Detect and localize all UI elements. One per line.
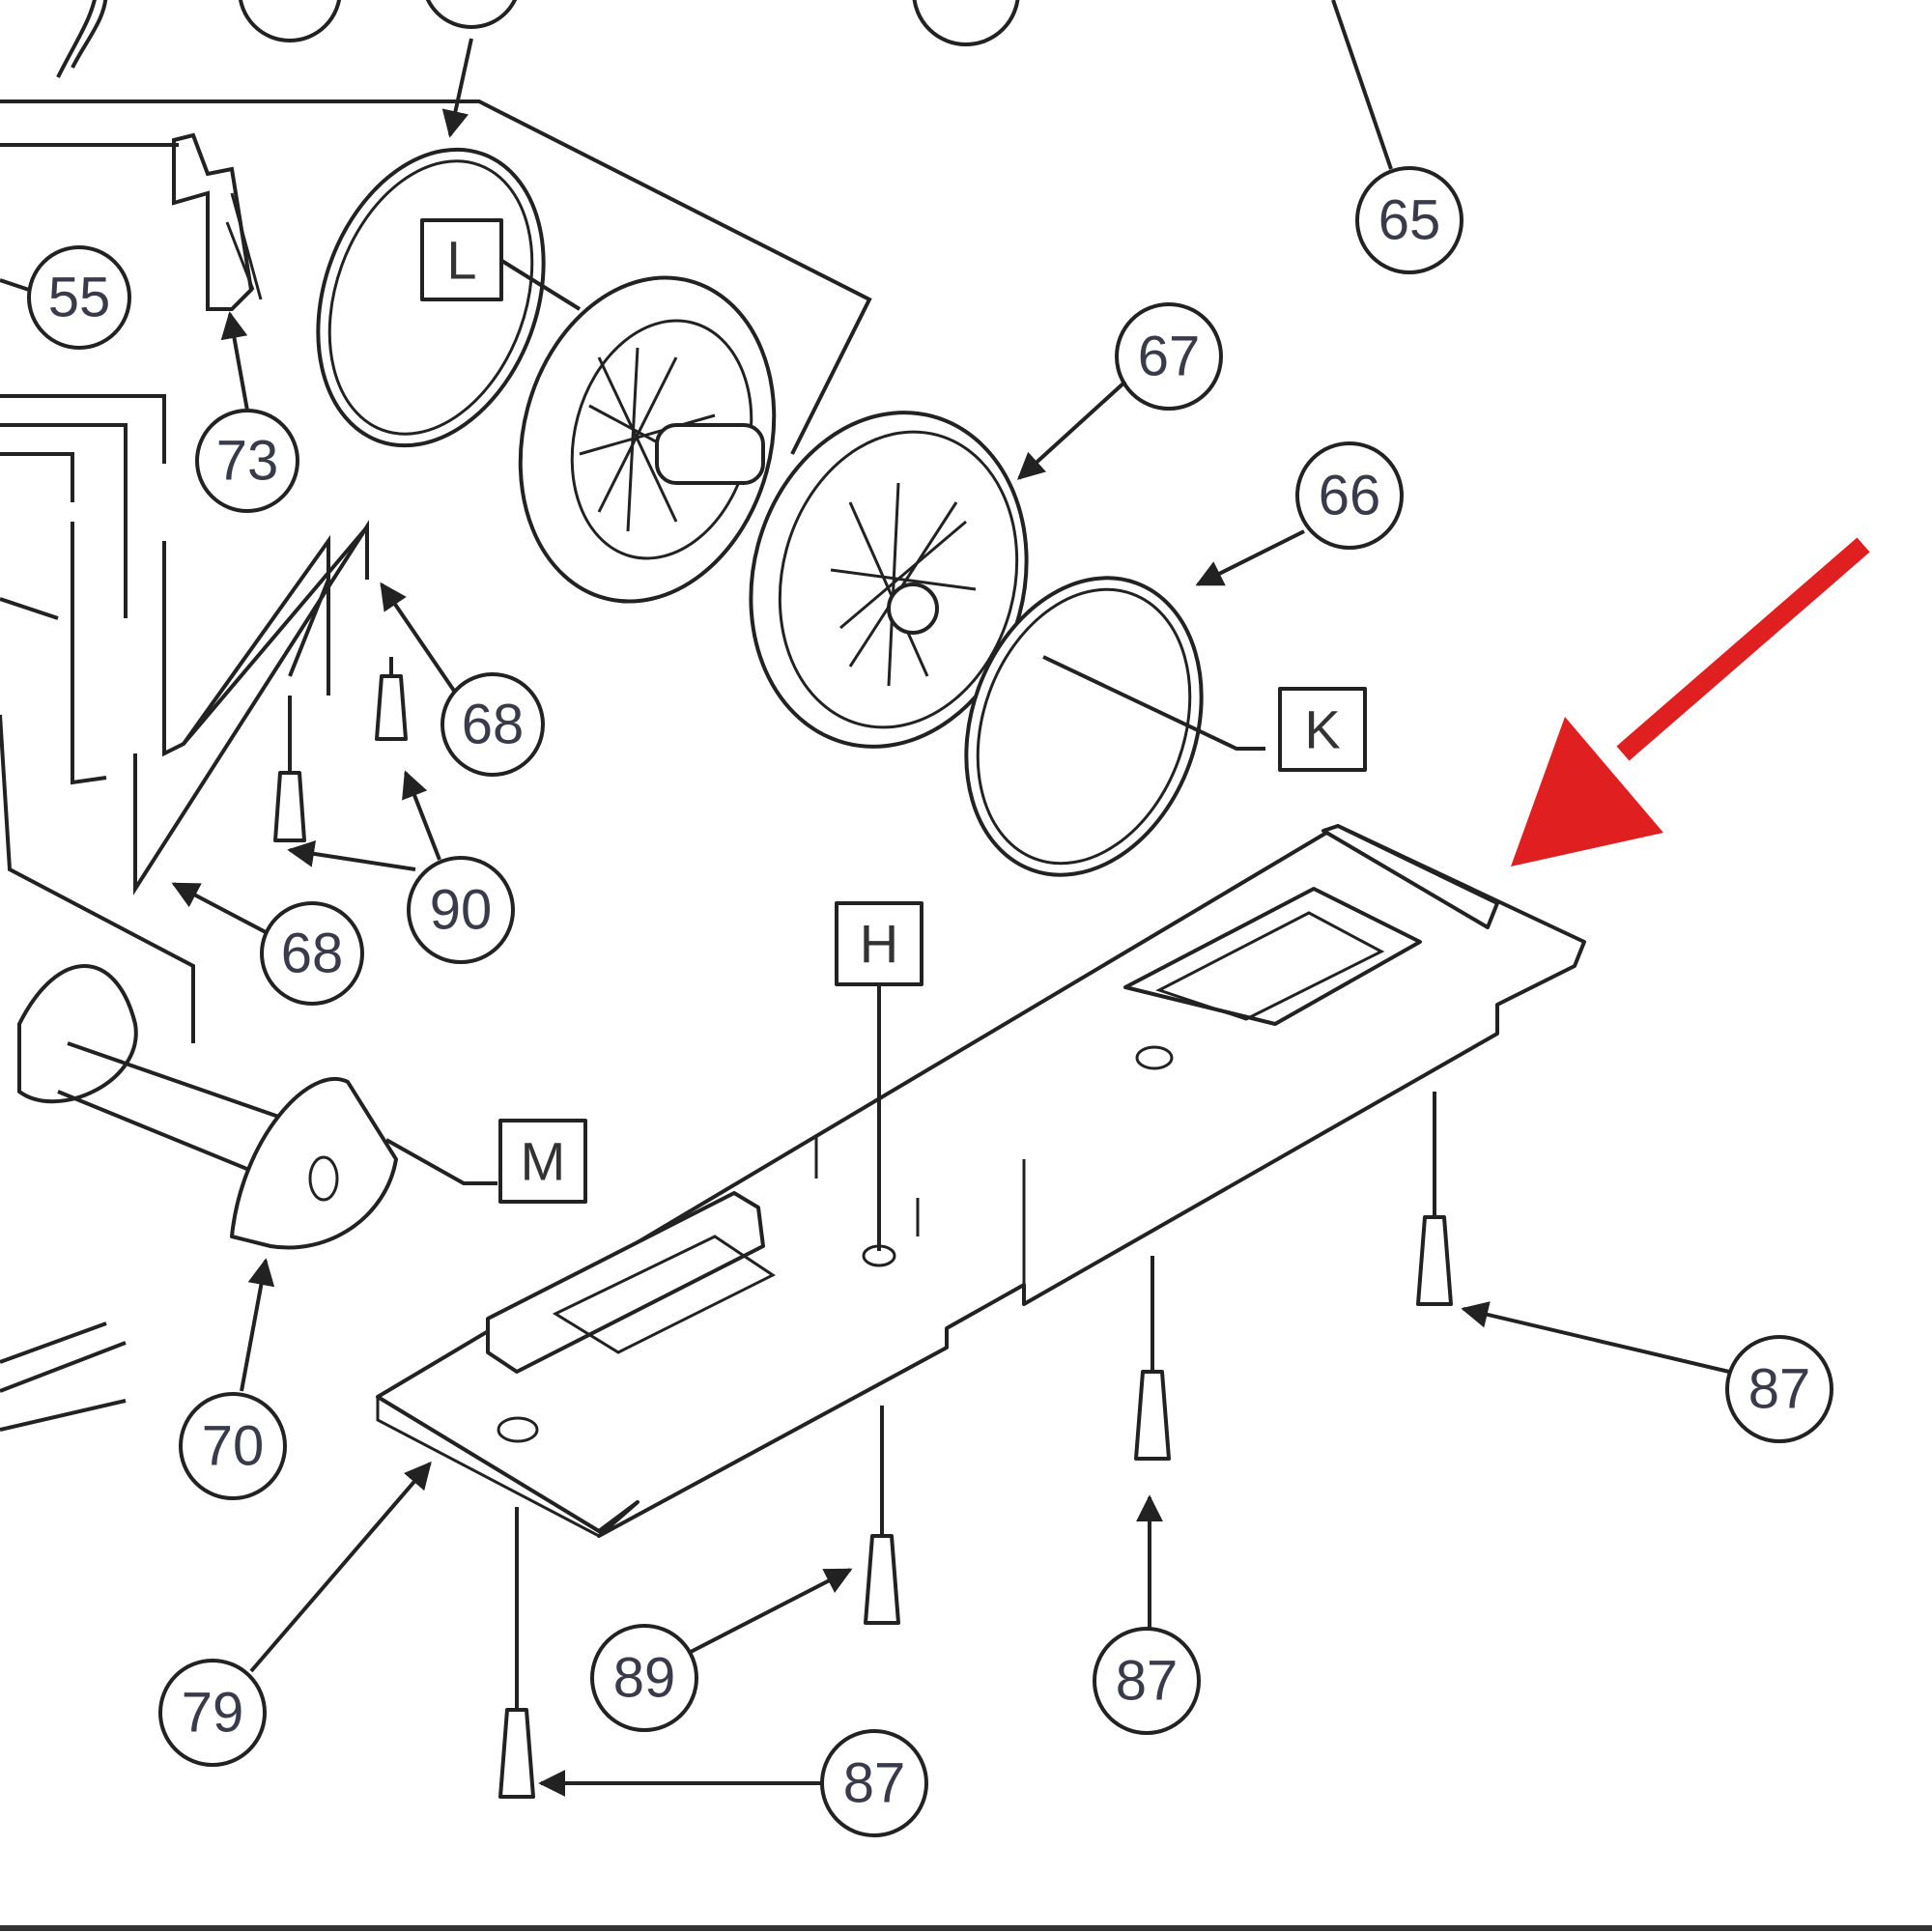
base-plate-79 bbox=[376, 824, 1586, 1538]
callout-70: 70 bbox=[179, 1392, 287, 1500]
svg-text:68: 68 bbox=[281, 923, 344, 985]
svg-text:H: H bbox=[860, 914, 898, 975]
callout-65: 65 bbox=[1355, 166, 1463, 274]
callout-67: 67 bbox=[1115, 302, 1223, 411]
svg-text:65: 65 bbox=[1378, 189, 1441, 252]
svg-text:87: 87 bbox=[843, 1752, 906, 1815]
svg-text:L: L bbox=[446, 230, 476, 291]
callout-68-lower: 68 bbox=[260, 901, 364, 1006]
callout-87-right: 87 bbox=[1725, 1335, 1833, 1443]
callout-87-middle: 87 bbox=[1093, 1627, 1201, 1735]
svg-text:M: M bbox=[521, 1131, 566, 1192]
ref-box-m: M bbox=[498, 1119, 587, 1204]
callout-68-upper: 68 bbox=[440, 672, 545, 777]
callout-55: 55 bbox=[27, 245, 131, 350]
callout-89: 89 bbox=[590, 1624, 698, 1732]
callout-66: 66 bbox=[1295, 441, 1404, 550]
callout-79: 79 bbox=[158, 1659, 267, 1767]
drive-ring-k bbox=[964, 576, 1204, 877]
ref-box-h: H bbox=[835, 901, 923, 986]
svg-text:55: 55 bbox=[48, 267, 111, 329]
callout-87-bottom: 87 bbox=[820, 1729, 928, 1837]
svg-text:73: 73 bbox=[216, 430, 279, 493]
callout-73: 73 bbox=[195, 409, 299, 513]
svg-text:87: 87 bbox=[1116, 1650, 1179, 1713]
svg-text:90: 90 bbox=[430, 879, 493, 942]
cropped-top-callouts bbox=[56, 0, 1020, 78]
part-70-crank bbox=[17, 964, 398, 1250]
wheel-right bbox=[749, 411, 1029, 749]
callout-90: 90 bbox=[407, 856, 515, 964]
part-73-bracket bbox=[172, 132, 263, 311]
highlight-arrow bbox=[1511, 537, 1870, 867]
svg-text:70: 70 bbox=[202, 1415, 265, 1478]
svg-text:66: 66 bbox=[1319, 465, 1381, 527]
leader-lines bbox=[0, 0, 1730, 1797]
svg-text:67: 67 bbox=[1138, 326, 1201, 388]
svg-text:K: K bbox=[1304, 699, 1340, 760]
svg-text:87: 87 bbox=[1748, 1358, 1811, 1421]
ref-box-k: K bbox=[1278, 687, 1367, 772]
frame-lines bbox=[0, 38, 872, 1043]
screws-left bbox=[273, 657, 408, 842]
svg-text:89: 89 bbox=[613, 1647, 676, 1710]
wheel-left bbox=[518, 275, 777, 604]
ref-box-l: L bbox=[420, 218, 503, 301]
svg-text:79: 79 bbox=[182, 1682, 244, 1745]
strip-parts bbox=[0, 1321, 127, 1432]
svg-text:68: 68 bbox=[462, 694, 525, 756]
screws-87-89 bbox=[498, 1092, 1453, 1799]
